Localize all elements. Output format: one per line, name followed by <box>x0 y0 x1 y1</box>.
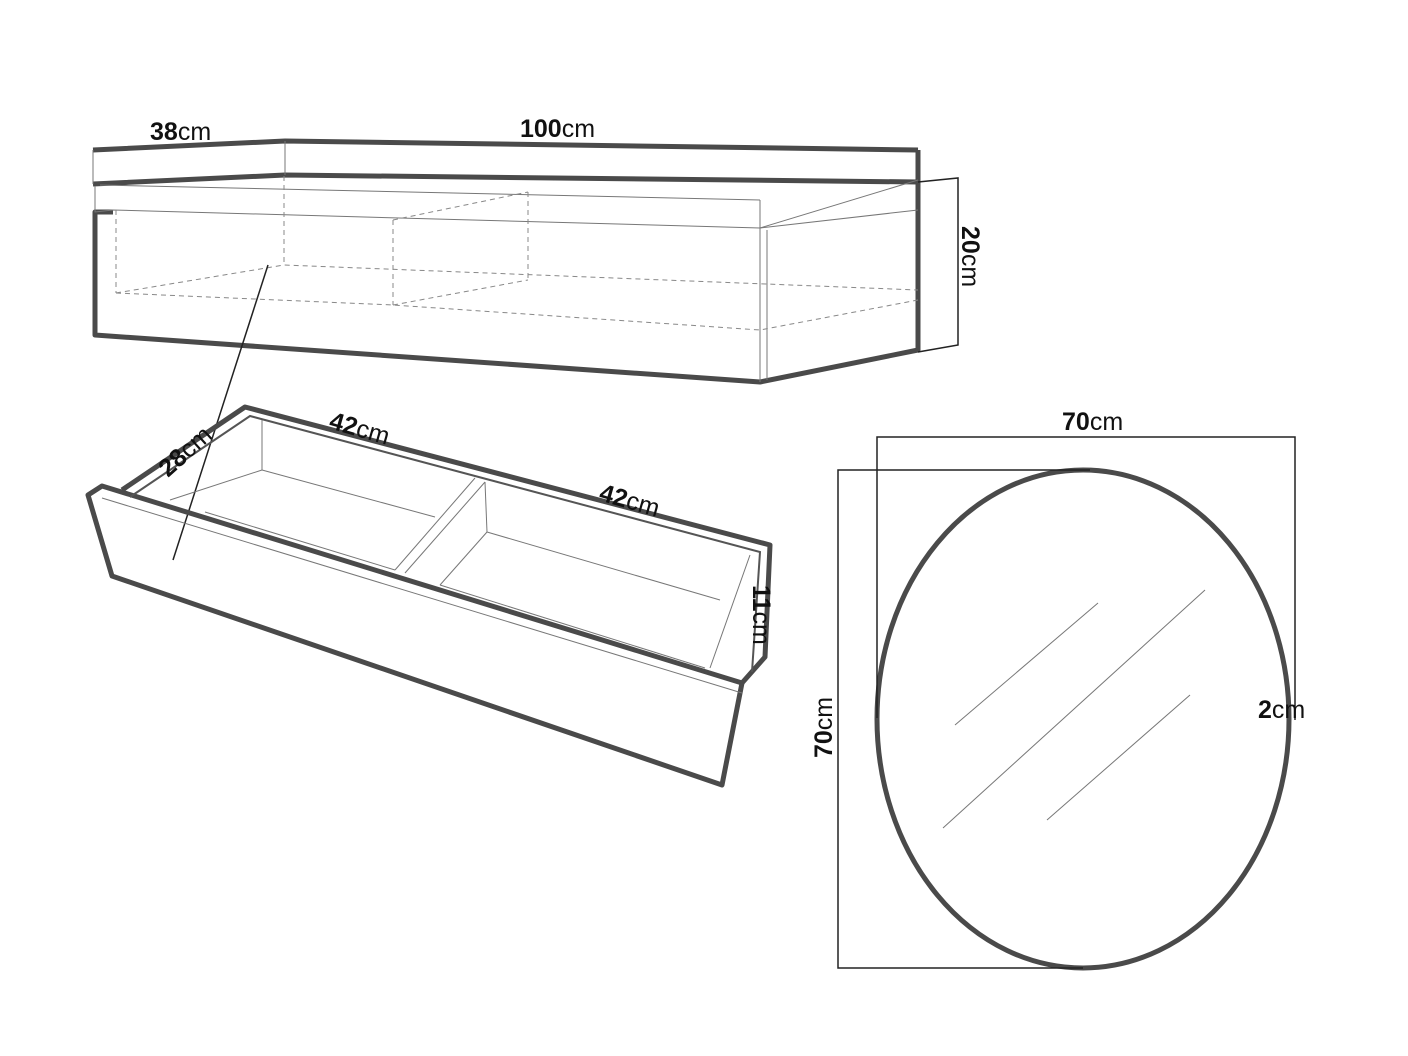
mirror-thickness-label: 2cm <box>1258 696 1305 724</box>
cabinet-drawing <box>92 138 959 561</box>
drawer-drawing <box>85 404 773 788</box>
mirror-drawing <box>837 436 1296 971</box>
mirror-height-label: 70cm <box>810 697 838 758</box>
drawer-compartment-1-label: 42cm <box>326 407 392 451</box>
drawer-compartment-2-label: 42cm <box>596 479 662 523</box>
cabinet-height-label: 20cm <box>956 226 984 287</box>
drawer-height-label: 11cm <box>747 585 775 645</box>
cabinet-width-label: 100cm <box>520 115 595 143</box>
cabinet-depth-label: 38cm <box>150 118 211 146</box>
mirror-width-label: 70cm <box>1062 408 1123 436</box>
